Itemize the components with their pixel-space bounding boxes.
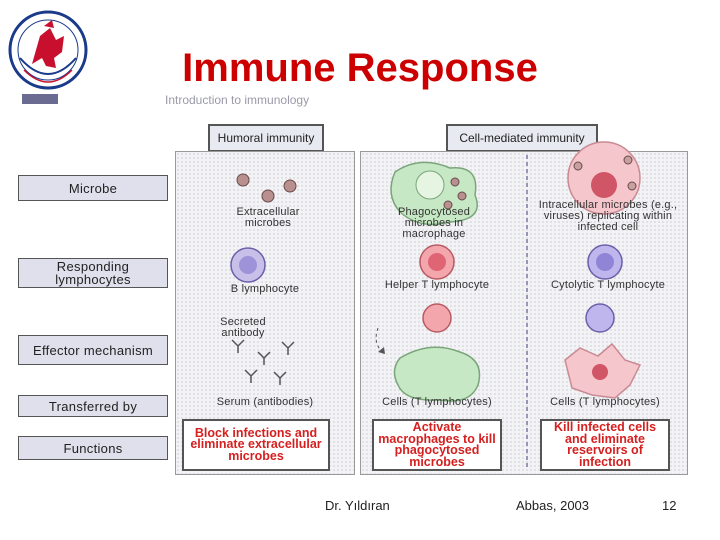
caption-secreted-antibody: Secreted antibody bbox=[220, 316, 266, 339]
caption-intracellular: Intracellular microbes (e.g., viruses) r… bbox=[538, 199, 678, 233]
caption-cells-cytolytic: Cells (T lymphocytes) bbox=[550, 396, 660, 408]
caption-cells-helper: Cells (T lymphocytes) bbox=[382, 396, 492, 408]
antibody-icon bbox=[231, 339, 295, 385]
footer-source: Abbas, 2003 bbox=[516, 498, 590, 513]
university-logo bbox=[8, 10, 88, 90]
activated-helper-t-icon bbox=[422, 303, 452, 333]
column-header-cell-mediated: Cell-mediated immunity bbox=[446, 124, 598, 152]
page-number: 12 bbox=[662, 498, 677, 513]
row-label-functions: Functions bbox=[18, 436, 168, 460]
extracellular-microbe-icon bbox=[236, 173, 297, 203]
slide-title: Immune Response bbox=[182, 46, 538, 90]
caption-extracellular: Extracellular microbes bbox=[236, 206, 300, 229]
caption-b-lymphocyte: B lymphocyte bbox=[230, 283, 300, 295]
function-humoral: Block infections and eliminate extracell… bbox=[182, 419, 330, 471]
caption-phagocytosed: Phagocytosed microbes in macrophage bbox=[397, 206, 471, 240]
row-label-responding-lymphocytes: Responding lymphocytes bbox=[18, 258, 168, 288]
phagocytosed-microbe-icon bbox=[443, 177, 467, 210]
activated-macrophage-icon bbox=[393, 346, 481, 402]
breadcrumb: Introduction to immunology bbox=[165, 93, 310, 107]
function-helper: Activate macrophages to kill phagocytose… bbox=[372, 419, 502, 471]
breadcrumb-tab bbox=[22, 94, 58, 104]
row-label-transferred-by: Transferred by bbox=[18, 395, 168, 417]
caption-cytolytic-t: Cytolytic T lymphocyte bbox=[550, 279, 666, 291]
caption-helper-t: Helper T lymphocyte bbox=[384, 279, 490, 291]
function-cytolytic: Kill infected cells and eliminate reserv… bbox=[540, 419, 670, 471]
row-label-microbe: Microbe bbox=[18, 175, 168, 201]
caption-serum: Serum (antibodies) bbox=[216, 396, 314, 408]
activated-ctl-icon bbox=[585, 303, 615, 333]
row-label-effector-mechanism: Effector mechanism bbox=[18, 335, 168, 365]
virus-icon bbox=[573, 155, 637, 191]
footer-author: Dr. Yıldıran bbox=[325, 498, 390, 513]
column-header-humoral: Humoral immunity bbox=[208, 124, 324, 152]
